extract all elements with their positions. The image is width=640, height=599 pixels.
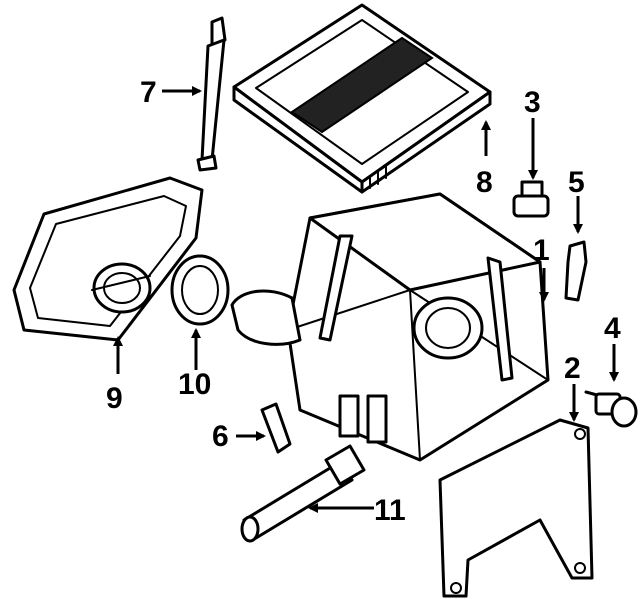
callout-9: 9: [106, 382, 123, 415]
air-filter-element: [232, 3, 492, 194]
small-clip: [260, 402, 292, 454]
air-duct-resonator: [12, 176, 204, 342]
callout-10: 10: [178, 368, 211, 401]
callout-2: 2: [564, 352, 581, 385]
callout-7: 7: [140, 76, 157, 109]
grommet: [512, 180, 550, 218]
callout-11: 11: [374, 494, 406, 527]
callout-8: 8: [476, 166, 493, 199]
callout-5: 5: [568, 166, 585, 199]
mounting-bracket: [438, 418, 594, 598]
retaining-clip: [564, 240, 588, 302]
mounting-bolt: [240, 444, 366, 543]
callout-3: 3: [524, 86, 541, 119]
duct-clamp-ring: [170, 254, 230, 326]
callout-labels: 1 2 3 4 5 6 7 8 9 10 11: [106, 76, 621, 527]
leader-lines: [113, 86, 619, 513]
retaining-strap: [196, 16, 227, 172]
callout-4: 4: [604, 312, 621, 345]
callout-6: 6: [212, 420, 229, 453]
mounting-bushing: [584, 390, 638, 428]
air-cleaner-housing: [230, 192, 550, 462]
callout-1: 1: [533, 234, 550, 267]
